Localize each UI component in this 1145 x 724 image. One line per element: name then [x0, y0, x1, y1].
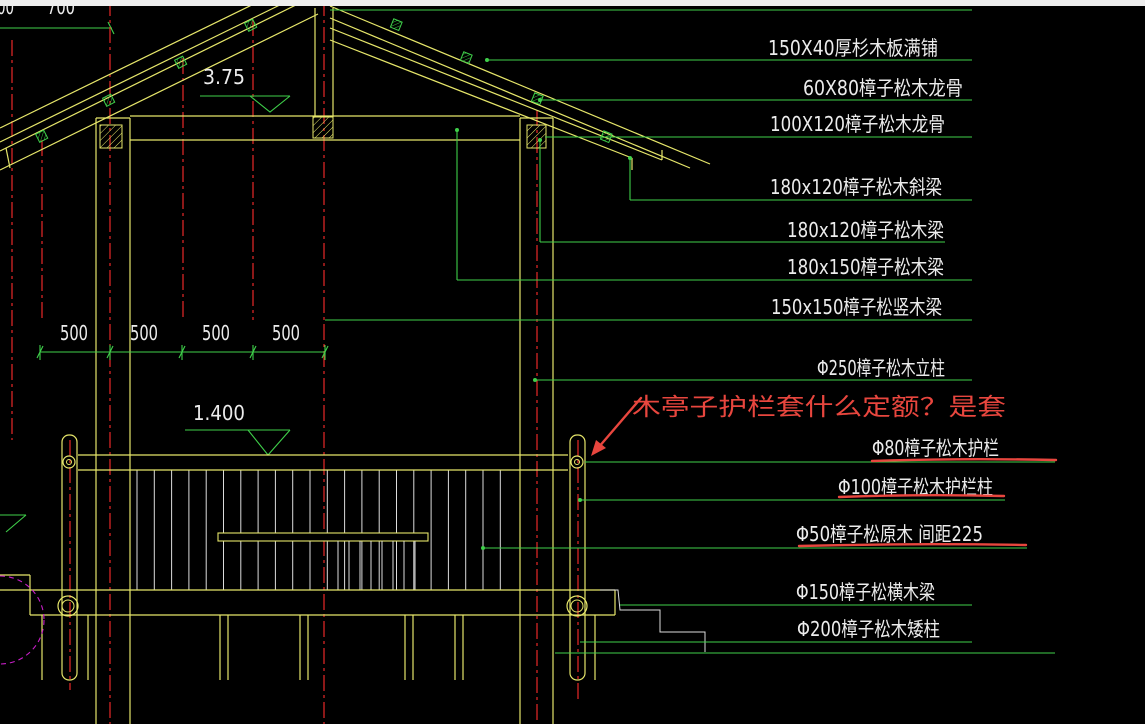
frame [95, 8, 554, 724]
label-rafter-beam: 180x120樟子松木斜梁 [770, 175, 942, 199]
material-labels: 150X40厚杉木板满铺 60X80樟子松木龙骨 100X120樟子松木龙骨 1… [768, 36, 999, 641]
dimension-chain: 500 500 500 500 [36, 321, 329, 360]
label-short-post: Φ200樟子松木矮柱 [797, 617, 940, 641]
short-posts [41, 615, 596, 680]
railing [0, 434, 616, 681]
elevation-ridge-text: 3.75 [203, 65, 245, 89]
elevation-mark-left [0, 514, 27, 533]
label-beam-180x150: 180x150樟子松木梁 [787, 255, 944, 279]
label-vertical-beam: 150x150樟子松竖木梁 [771, 295, 942, 319]
leader-lines [325, 9, 1055, 643]
annotation-underline [870, 458, 1058, 463]
label-handrail: Φ80樟子松木护栏 [872, 436, 999, 460]
annotation-underline [797, 543, 1028, 548]
rail-post-right [569, 434, 586, 681]
elevation-rail-text: 1.400 [193, 401, 245, 425]
floor-beam-section-right [566, 595, 588, 617]
elevation-mark-ridge: 3.75 [200, 65, 291, 113]
user-annotation: 木亭子护栏套什么定额？是套 [591, 393, 1058, 548]
dimension-text: 500 [272, 321, 300, 345]
label-deck-board: 150X40厚杉木板满铺 [768, 36, 938, 60]
dimension-text: 500 [60, 321, 88, 345]
floor-beam-section-left [57, 595, 79, 617]
label-baluster: Φ50樟子松原木 间距225 [796, 522, 983, 546]
handrail-section-right [570, 455, 584, 469]
balusters [136, 470, 501, 590]
steps [600, 589, 706, 652]
beam-section-right [526, 124, 547, 149]
annotation-underline [837, 494, 1006, 499]
reference-circle [0, 575, 45, 665]
annotation-question: 木亭子护栏套什么定额？是套 [632, 393, 1006, 421]
bench-seat [217, 532, 429, 542]
bench-legs [337, 541, 416, 590]
handrail-section-left [62, 455, 76, 469]
roof [0, 0, 711, 171]
annotation-arrowhead [591, 440, 606, 456]
annotation-arrow [596, 396, 643, 450]
dimension-text: 500 [202, 321, 230, 345]
label-floor-beam: Φ150樟子松横木梁 [796, 580, 935, 604]
label-beam-180x120: 180x120樟子松木梁 [787, 218, 944, 242]
label-joist-60x80: 60X80樟子松木龙骨 [803, 76, 963, 100]
dimension-text: 500 [130, 321, 158, 345]
beam-section-left [99, 124, 123, 149]
rail-post-left [61, 434, 78, 681]
window-top-strip [0, 0, 1145, 6]
beam-section-center [312, 116, 334, 139]
label-column: Φ250樟子松木立柱 [817, 356, 945, 380]
label-joist-100x120: 100X120樟子松木龙骨 [770, 112, 945, 136]
